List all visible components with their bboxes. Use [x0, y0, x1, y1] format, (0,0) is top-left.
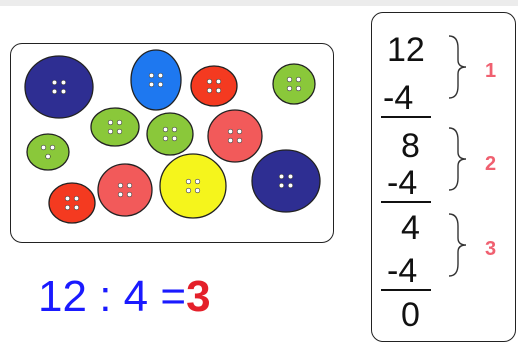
step-label-1: 1 — [485, 60, 496, 83]
sewing-button-10 — [98, 164, 152, 216]
sewing-button-4 — [273, 64, 315, 104]
step-label-3: 3 — [485, 238, 496, 261]
eq-equals: = — [160, 272, 186, 321]
eq-result: 3 — [186, 272, 210, 321]
sewing-button-11 — [160, 154, 226, 218]
division-equation: 12 : 4 =3 — [38, 272, 211, 322]
sewing-button-12 — [252, 150, 320, 212]
brace-3-icon — [446, 212, 468, 278]
sewing-button-3 — [191, 66, 237, 106]
sewing-button-7 — [27, 134, 69, 170]
sewing-button-1 — [25, 56, 93, 118]
step2-subtract: -4 — [387, 165, 417, 201]
eq-dividend: 12 — [38, 272, 87, 321]
step2-rule — [381, 201, 431, 203]
step1-result: 8 — [401, 128, 420, 164]
brace-1-icon — [446, 34, 468, 100]
sewing-button-2 — [131, 50, 181, 110]
step3-subtract: -4 — [387, 253, 417, 289]
step-label-2: 2 — [485, 153, 496, 176]
step1-rule — [381, 116, 431, 118]
eq-divisor: 4 — [124, 272, 148, 321]
sewing-button-5 — [91, 108, 139, 146]
step1-subtract: -4 — [383, 80, 413, 116]
eq-colon: : — [99, 272, 111, 321]
sewing-button-6 — [147, 113, 193, 155]
step3-result: 0 — [401, 297, 420, 333]
brace-2-icon — [446, 126, 468, 192]
step2-result: 4 — [401, 210, 420, 246]
sewing-button-8 — [208, 110, 262, 162]
start-number: 12 — [387, 32, 425, 68]
step3-rule — [381, 289, 431, 291]
sewing-button-9 — [49, 183, 95, 223]
